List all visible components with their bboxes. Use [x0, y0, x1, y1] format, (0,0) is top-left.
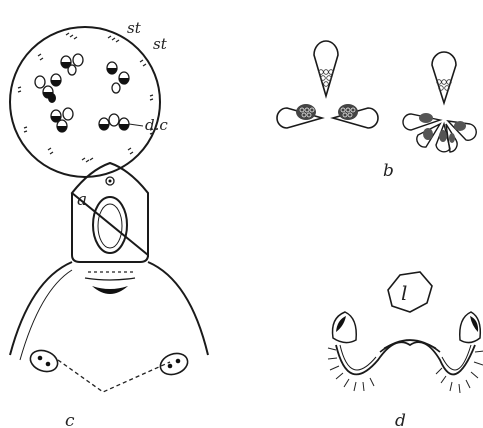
panel-d-diagram: l d: [328, 272, 483, 428]
panel-a-label-dc: d.c: [145, 116, 168, 134]
panel-b-right-top-cell: [432, 52, 456, 103]
panel-a-dc-leader: [129, 124, 143, 126]
panel-d-left-cap: [333, 312, 357, 343]
panel-d-right-cap: [460, 312, 481, 343]
panel-a-cell-cluster-bottom-left: [51, 108, 73, 132]
panel-b-right-fan-cells: [403, 113, 476, 152]
panel-b-left-left-cell: [277, 104, 322, 128]
panel-c-caption: c: [65, 411, 75, 428]
panel-a-outer-circle: [10, 27, 160, 177]
panel-a-rim-marks: [18, 33, 153, 162]
panel-b-diagram: b: [277, 41, 476, 181]
panel-a-diagram: st st d.c a: [10, 19, 168, 210]
panel-a-cell-cluster-bottom-right: [99, 114, 129, 130]
panel-d-labeled-cell: [388, 272, 432, 312]
panel-b-caption: b: [383, 161, 394, 181]
panel-a-cell-cluster-top: [61, 54, 83, 75]
panel-c-black-crescent: [92, 286, 128, 294]
panel-c-dashed-v: [58, 360, 170, 392]
panel-a-cell-cluster-left: [35, 74, 61, 103]
panel-d-caption: d: [395, 411, 406, 428]
panel-c-right-cell: [157, 350, 190, 378]
panel-a-cell-cluster-right: [107, 62, 129, 93]
panel-d-label-l: l: [401, 281, 407, 305]
panel-a-label-st-right: st: [153, 35, 168, 53]
panel-c-left-cell: [27, 347, 60, 375]
panel-b-left-top-cell: [314, 41, 338, 96]
panel-a-label-st-top: st: [127, 19, 142, 37]
panel-c-diagram: c: [10, 163, 208, 428]
panel-b-left-right-cell: [333, 104, 378, 128]
